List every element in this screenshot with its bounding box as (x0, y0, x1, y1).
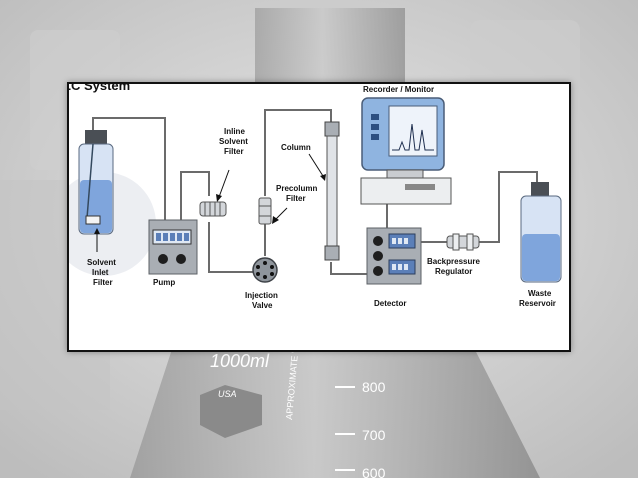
label-column: Column (281, 143, 311, 152)
grad-700-text: 700 (362, 427, 386, 443)
flask-brand-text: USA (218, 389, 237, 399)
grad-800-text: 800 (362, 379, 386, 395)
recorder-monitor (360, 97, 452, 205)
label-inline-filter-3: Filter (224, 147, 244, 156)
label-precolumn-1: Precolumn (276, 184, 317, 193)
label-waste-1: Waste (528, 289, 552, 298)
label-backpressure-2: Regulator (435, 267, 472, 276)
precolumn-filter (258, 197, 272, 225)
lc-system-diagram: LC System (69, 84, 562, 310)
lc-system-diagram-panel: LC System (67, 82, 571, 352)
solvent-reservoir (78, 130, 114, 235)
label-backpressure-1: Backpressure (427, 257, 480, 266)
label-pump: Pump (153, 278, 175, 287)
waste-reservoir (520, 182, 562, 283)
label-inline-filter-1: Inline (224, 127, 245, 136)
label-injection-1: Injection (245, 291, 278, 300)
injection-valve (252, 257, 278, 283)
detector (366, 227, 422, 285)
label-waste-2: Reservoir (519, 299, 556, 308)
column (324, 121, 340, 261)
flask-capacity-text: 1000ml (210, 351, 270, 371)
inline-solvent-filter (199, 201, 227, 217)
label-injection-2: Valve (252, 301, 273, 310)
label-detector: Detector (374, 299, 406, 308)
grad-600-text: 600 (362, 465, 386, 478)
label-solvent-3: Filter (93, 278, 113, 287)
backpressure-regulator (446, 233, 480, 251)
diagram-title-fragment: LC System (69, 84, 130, 93)
pump (148, 219, 198, 275)
tubing (92, 109, 538, 275)
label-solvent-1: Solvent (87, 258, 116, 267)
label-solvent-2: Inlet (92, 268, 109, 277)
label-precolumn-2: Filter (286, 194, 306, 203)
label-inline-filter-2: Solvent (219, 137, 248, 146)
label-recorder-monitor: Recorder / Monitor (363, 85, 434, 94)
